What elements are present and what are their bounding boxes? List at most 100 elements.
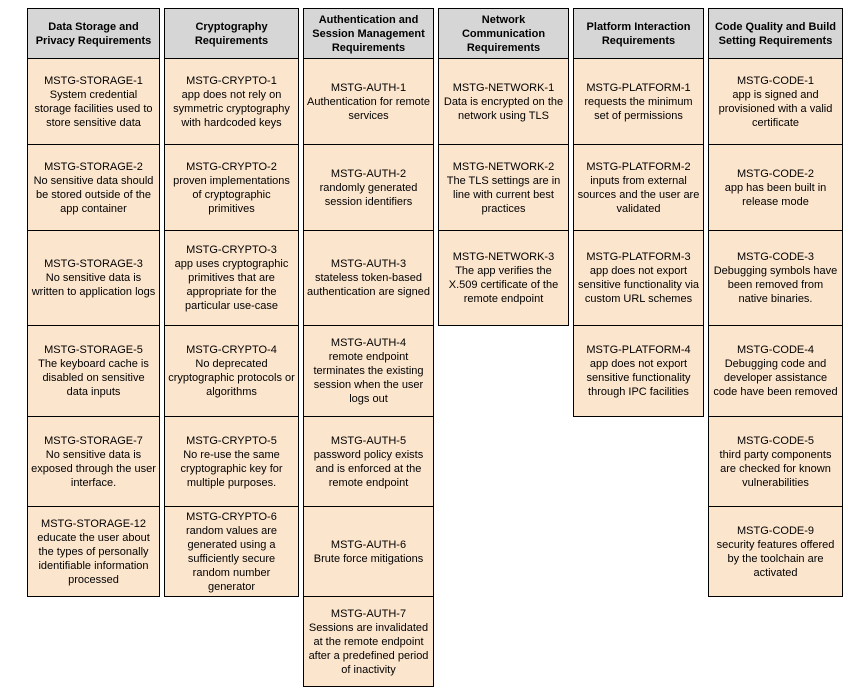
cell-mstg-auth-7: MSTG-AUTH-7 Sessions are invalidated at … bbox=[303, 597, 434, 687]
requirement-code: MSTG-CODE-2 bbox=[737, 167, 814, 180]
cell-mstg-code-9: MSTG-CODE-9 security features offered by… bbox=[708, 507, 843, 597]
requirement-desc: app does not export sensitive functional… bbox=[577, 265, 700, 305]
column-header-platform: Platform Interaction Requirements bbox=[573, 8, 704, 59]
cell-mstg-crypto-6: MSTG-CRYPTO-6 random values are generate… bbox=[164, 507, 299, 597]
cell-mstg-network-3: MSTG-NETWORK-3 The app verifies the X.50… bbox=[438, 231, 569, 326]
cell-mstg-platform-1: MSTG-PLATFORM-1 requests the minimum set… bbox=[573, 59, 704, 145]
column-header-network: Network Communication Requirements bbox=[438, 8, 569, 59]
cell-mstg-auth-5: MSTG-AUTH-5 password policy exists and i… bbox=[303, 417, 434, 507]
cell-mstg-network-1: MSTG-NETWORK-1 Data is encrypted on the … bbox=[438, 59, 569, 145]
cell-mstg-storage-12: MSTG-STORAGE-12 educate the user about t… bbox=[27, 507, 160, 597]
cell-mstg-storage-3: MSTG-STORAGE-3 No sensitive data is writ… bbox=[27, 231, 160, 326]
requirement-code: MSTG-NETWORK-1 bbox=[452, 81, 555, 94]
mstg-requirements-table: Data Storage and Privacy Requirements Cr… bbox=[27, 8, 843, 687]
requirement-desc: educate the user about the types of pers… bbox=[37, 531, 150, 586]
requirement-code: MSTG-STORAGE-2 bbox=[44, 160, 143, 173]
requirement-desc: No sensitive data is written to applicat… bbox=[31, 272, 156, 298]
requirement-desc: Debugging code and developer assistance … bbox=[713, 358, 838, 398]
cell-mstg-auth-6: MSTG-AUTH-6 Brute force mitigations bbox=[303, 507, 434, 597]
requirement-desc: The TLS settings are in line with curren… bbox=[446, 174, 561, 215]
cell-mstg-auth-1: MSTG-AUTH-1 Authentication for remote se… bbox=[303, 59, 434, 145]
column-header-authentication: Authentication and Session Management Re… bbox=[303, 8, 434, 59]
requirement-desc: Data is encrypted on the network using T… bbox=[443, 95, 564, 122]
cell-mstg-crypto-3: MSTG-CRYPTO-3 app uses cryptographic pri… bbox=[164, 231, 299, 326]
requirement-code: MSTG-CODE-3 bbox=[737, 251, 814, 263]
cell-mstg-crypto-2: MSTG-CRYPTO-2 proven implementations of … bbox=[164, 145, 299, 231]
requirement-desc: The keyboard cache is disabled on sensit… bbox=[38, 358, 149, 398]
requirement-desc: randomly generated session identifiers bbox=[319, 181, 418, 208]
requirement-desc: password policy exists and is enforced a… bbox=[313, 448, 424, 489]
requirement-code: MSTG-CODE-4 bbox=[737, 344, 814, 356]
cell-mstg-auth-3: MSTG-AUTH-3 stateless token-based authen… bbox=[303, 231, 434, 326]
requirement-desc: No deprecated cryptographic protocols or… bbox=[168, 358, 295, 398]
requirement-desc: Sessions are invalidated at the remote e… bbox=[308, 621, 429, 676]
requirement-code: MSTG-NETWORK-3 bbox=[452, 251, 555, 263]
requirement-desc: No sensitive data should be stored outsi… bbox=[33, 174, 154, 215]
requirement-desc: remote endpoint terminates the existing … bbox=[313, 351, 424, 405]
cell-mstg-code-3: MSTG-CODE-3 Debugging symbols have been … bbox=[708, 231, 843, 326]
cell-mstg-code-5: MSTG-CODE-5 third party components are c… bbox=[708, 417, 843, 507]
cell-mstg-network-2: MSTG-NETWORK-2 The TLS settings are in l… bbox=[438, 145, 569, 231]
requirement-code: MSTG-CODE-1 bbox=[737, 74, 814, 87]
cell-mstg-platform-3: MSTG-PLATFORM-3 app does not export sens… bbox=[573, 231, 704, 326]
requirement-code: MSTG-AUTH-1 bbox=[330, 81, 407, 94]
cell-mstg-storage-7: MSTG-STORAGE-7 No sensitive data is expo… bbox=[27, 417, 160, 507]
requirement-code: MSTG-CRYPTO-1 bbox=[186, 74, 277, 87]
requirement-code: MSTG-CODE-9 bbox=[737, 524, 814, 537]
cell-mstg-crypto-5: MSTG-CRYPTO-5 No re-use the same cryptog… bbox=[164, 417, 299, 507]
requirement-code: MSTG-CRYPTO-3 bbox=[186, 244, 277, 256]
requirement-desc: The app verifies the X.509 certificate o… bbox=[448, 265, 559, 305]
requirement-desc: random values are generated using a suff… bbox=[185, 524, 278, 593]
requirement-code: MSTG-AUTH-7 bbox=[330, 607, 407, 620]
requirement-desc: No re-use the same cryptographic key for… bbox=[180, 448, 283, 489]
requirement-code: MSTG-CRYPTO-4 bbox=[186, 344, 277, 356]
requirement-code: MSTG-CODE-5 bbox=[737, 434, 814, 447]
requirement-code: MSTG-CRYPTO-2 bbox=[186, 160, 277, 173]
cell-mstg-storage-5: MSTG-STORAGE-5 The keyboard cache is dis… bbox=[27, 326, 160, 417]
column-header-cryptography: Cryptography Requirements bbox=[164, 8, 299, 59]
requirement-code: MSTG-PLATFORM-1 bbox=[586, 81, 691, 94]
cell-mstg-auth-4: MSTG-AUTH-4 remote endpoint terminates t… bbox=[303, 326, 434, 417]
requirement-code: MSTG-PLATFORM-3 bbox=[586, 251, 691, 263]
cell-mstg-storage-1: MSTG-STORAGE-1 System credential storage… bbox=[27, 59, 160, 145]
requirement-code: MSTG-STORAGE-5 bbox=[44, 344, 143, 356]
requirement-code: MSTG-STORAGE-3 bbox=[44, 258, 143, 270]
cell-mstg-auth-2: MSTG-AUTH-2 randomly generated session i… bbox=[303, 145, 434, 231]
requirement-code: MSTG-STORAGE-7 bbox=[44, 434, 143, 447]
requirement-code: MSTG-CRYPTO-5 bbox=[186, 434, 277, 447]
cell-mstg-code-1: MSTG-CODE-1 app is signed and provisione… bbox=[708, 59, 843, 145]
requirement-code: MSTG-AUTH-4 bbox=[330, 337, 407, 349]
requirement-desc: No sensitive data is exposed through the… bbox=[31, 448, 156, 489]
requirement-desc: inputs from external sources and the use… bbox=[577, 174, 700, 215]
cell-mstg-platform-2: MSTG-PLATFORM-2 inputs from external sou… bbox=[573, 145, 704, 231]
requirement-desc: app does not rely on symmetric cryptogra… bbox=[173, 88, 290, 129]
cell-mstg-code-4: MSTG-CODE-4 Debugging code and developer… bbox=[708, 326, 843, 417]
cell-mstg-crypto-4: MSTG-CRYPTO-4 No deprecated cryptographi… bbox=[164, 326, 299, 417]
requirement-desc: System credential storage facilities use… bbox=[34, 88, 153, 129]
requirement-code: MSTG-CRYPTO-6 bbox=[186, 510, 277, 523]
column-header-code-quality: Code Quality and Build Setting Requireme… bbox=[708, 8, 843, 59]
requirement-code: MSTG-PLATFORM-4 bbox=[586, 344, 691, 356]
requirement-desc: Authentication for remote services bbox=[307, 95, 430, 122]
requirement-desc: requests the minimum set of permissions bbox=[584, 95, 693, 122]
requirement-desc: security features offered by the toolcha… bbox=[716, 538, 835, 579]
requirement-code: MSTG-AUTH-3 bbox=[330, 258, 407, 270]
cell-mstg-storage-2: MSTG-STORAGE-2 No sensitive data should … bbox=[27, 145, 160, 231]
cell-mstg-code-2: MSTG-CODE-2 app has been built in releas… bbox=[708, 145, 843, 231]
column-header-data-storage: Data Storage and Privacy Requirements bbox=[27, 8, 160, 59]
requirement-code: MSTG-PLATFORM-2 bbox=[586, 160, 691, 173]
requirement-code: MSTG-AUTH-2 bbox=[330, 167, 407, 180]
requirement-desc: stateless token-based authentication are… bbox=[307, 272, 430, 298]
cell-mstg-crypto-1: MSTG-CRYPTO-1 app does not rely on symme… bbox=[164, 59, 299, 145]
requirement-code: MSTG-AUTH-5 bbox=[330, 434, 407, 447]
cell-mstg-platform-4: MSTG-PLATFORM-4 app does not export sens… bbox=[573, 326, 704, 417]
requirement-desc: app does not export sensitive functional… bbox=[586, 358, 691, 398]
requirement-desc: third party components are checked for k… bbox=[719, 448, 832, 489]
requirement-desc: proven implementations of cryptographic … bbox=[173, 174, 290, 215]
requirement-desc: Brute force mitigations bbox=[313, 552, 424, 565]
requirement-code: MSTG-STORAGE-12 bbox=[41, 517, 146, 530]
requirement-desc: app uses cryptographic primitives that a… bbox=[174, 258, 289, 312]
requirement-desc: app is signed and provisioned with a val… bbox=[718, 88, 833, 129]
requirement-desc: Debugging symbols have been removed from… bbox=[713, 265, 838, 305]
requirement-code: MSTG-STORAGE-1 bbox=[44, 74, 143, 87]
